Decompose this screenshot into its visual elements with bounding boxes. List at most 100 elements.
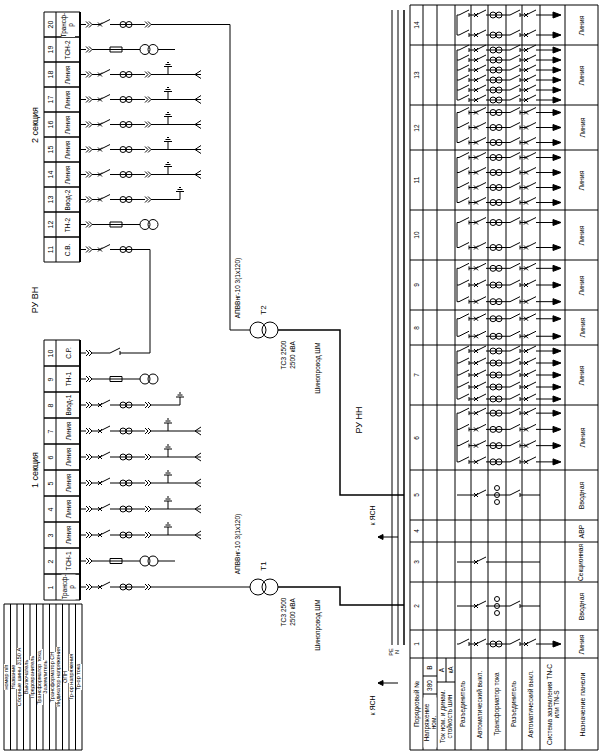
outgoing-arrow: [553, 32, 561, 38]
transformer-name-box: Т2: [259, 303, 269, 317]
panel-purpose: Линия: [578, 365, 585, 385]
cell-number: 13: [46, 196, 53, 204]
cell-number: 20: [46, 21, 53, 29]
hv-cell-circuit: [80, 222, 140, 228]
section-title: 2 секция: [31, 107, 40, 143]
cell-number-box: 3: [45, 523, 56, 547]
panel-purpose: Секционная: [578, 544, 585, 581]
cell-name-box: С.Р.: [57, 341, 79, 366]
current-transformer-symbol: [495, 611, 500, 616]
cell-name-box: ТСН-2: [57, 38, 79, 62]
cell-name: С.Р.: [65, 347, 72, 358]
panel-number: 6: [413, 436, 420, 440]
cell-name-box: Линия: [57, 138, 79, 162]
panel-purpose-box: Линия: [566, 312, 597, 344]
hv-cell-circuit: [80, 47, 175, 53]
panel-number: 9: [413, 283, 420, 287]
power-transformer-symbol: [250, 322, 266, 338]
legend-entry: Выключатель: [24, 660, 30, 695]
table-header-box: Разъединитель: [456, 660, 470, 748]
cell-number-box: 5: [45, 471, 56, 495]
panel-purpose-box: Вводная: [566, 584, 597, 629]
legend-entry-box: Тр-ор напряжения: [69, 607, 75, 747]
legend-entry: Тр-ор напряжения: [69, 654, 75, 700]
outgoing-arrow: [553, 170, 561, 176]
table-header-box: Назначение панели: [566, 660, 597, 748]
lv-panel-circuit: [457, 153, 553, 205]
hv-cell-circuit: [80, 113, 201, 129]
outgoing-arrow: [553, 384, 561, 390]
panel-number-box: 11: [411, 151, 423, 209]
table-header-box: Напряжение ном.: [424, 697, 437, 747]
outgoing-arrow: [553, 372, 561, 378]
table-header: Автоматический выкл.: [528, 670, 535, 738]
panel-number-box: 14: [411, 6, 423, 44]
outgoing-arrow: [553, 348, 561, 354]
cell-number: 5: [46, 481, 53, 485]
table-header: Напряжение ном.: [423, 697, 437, 747]
panel-number-box: 4: [411, 521, 423, 541]
current-transformer-symbol: [495, 486, 500, 491]
panel-number: 12: [413, 124, 420, 131]
busduct-label-box: Шинопровод ШМ: [314, 338, 322, 398]
legend-entry: Трансформатор СН: [50, 652, 56, 702]
panel-number-box: 2: [411, 583, 423, 629]
outgoing-arrow: [553, 282, 561, 288]
cell-number-box: 4: [45, 497, 56, 521]
switchgear-table-grid: [44, 12, 80, 600]
transformer-rating: 2500 кВА: [290, 598, 297, 626]
cell-number-box: 6: [45, 445, 56, 469]
panel-number: 7: [413, 373, 420, 377]
cell-name: Ввод-2: [65, 189, 72, 210]
outgoing-arrow: [553, 459, 561, 465]
panel-purpose: Линия: [578, 170, 585, 190]
cell-name: Трансф-р: [61, 12, 74, 36]
cell-number-box: 11: [45, 238, 56, 261]
hv-cell-circuit: [80, 445, 201, 461]
legend-entry: Трансформатор тока,: [37, 649, 43, 704]
legend-entry-box: Заземлитель: [43, 607, 49, 747]
conductor-label-box: PE: [389, 646, 395, 658]
cell-name-box: Ввод-1: [57, 393, 79, 418]
table-header-box: Ток ном. и динам. стойкость шин: [438, 686, 455, 746]
table-cell-box: 380: [424, 676, 437, 694]
cell-name-box: Линия: [57, 419, 79, 444]
outgoing-arrow: [553, 155, 561, 161]
lv-panel-circuit: [457, 490, 540, 497]
panel-number: 14: [413, 21, 420, 28]
cell-name-box: Трансф-р: [57, 13, 79, 37]
cell-name-box: Линия: [57, 471, 79, 496]
power-transformer-symbol: [262, 322, 278, 338]
cell-number: 15: [46, 146, 53, 154]
table-header-box: Порядковый №: [411, 660, 423, 748]
panel-purpose-box: Линия: [566, 47, 597, 104]
feed-label: к ЯСН: [368, 695, 375, 715]
panel-purpose-box: Секционная: [566, 544, 597, 581]
table-header-box: Автоматический выкл.: [472, 660, 487, 748]
panel-purpose-box: Вводная: [566, 472, 597, 519]
cell-name: Трансф-р: [61, 574, 75, 599]
cell-name-box: Линия: [57, 88, 79, 112]
legend-entry-box: Предохранитель: [30, 607, 36, 747]
hv-cell-circuit: [80, 20, 250, 331]
lv-panel-circuit: [457, 601, 540, 608]
hv-cell-circuit: [80, 245, 150, 253]
panel-number: 13: [413, 71, 420, 78]
hv-cell-circuit: [80, 471, 201, 487]
cell-name-box: Линия: [57, 113, 79, 137]
cell-number: 12: [46, 221, 53, 229]
transformer-rating-box: ТСЗ 2500: [280, 338, 288, 372]
panel-number: 11: [413, 177, 420, 184]
legend-entry: Название: [11, 665, 17, 690]
panel-purpose: Линия: [578, 317, 585, 337]
cell-name-box: Линия: [57, 163, 79, 187]
lv-panel-circuit: [457, 346, 553, 401]
lv-panel-circuit: [457, 263, 553, 303]
panel-number-box: 12: [411, 106, 423, 149]
switchgear-title-box: РУ НН: [354, 398, 366, 442]
panel-number: 4: [413, 529, 420, 533]
legend-entry: Тр-ор тока: [76, 664, 82, 691]
busduct-line: [278, 587, 404, 605]
cell-name-box: Ввод-2: [57, 188, 79, 212]
